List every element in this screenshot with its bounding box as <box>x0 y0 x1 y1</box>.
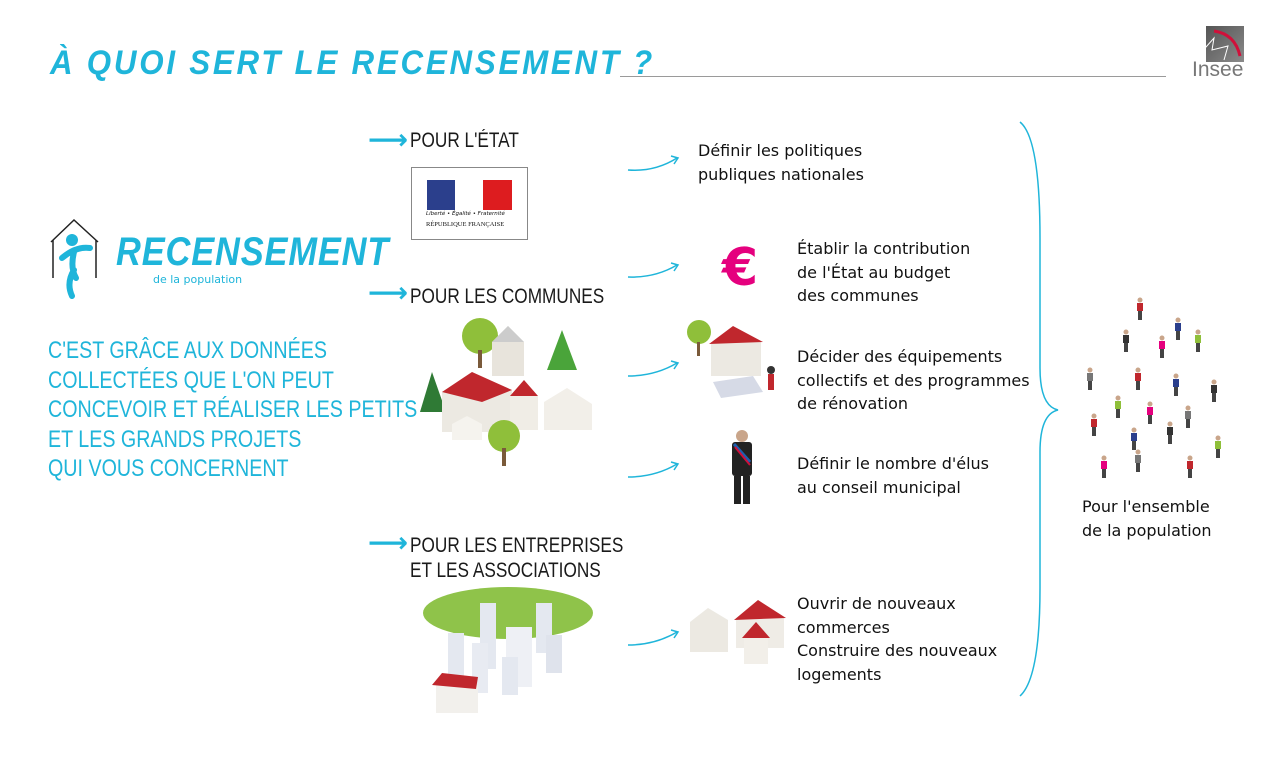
insee-logo: Insee <box>1190 26 1246 82</box>
person-figure <box>1131 427 1137 450</box>
logo-name: RÉPUBLIQUE FRANÇAISE <box>426 221 505 228</box>
insee-logo-mark <box>1197 29 1242 61</box>
person-figure <box>1115 395 1121 418</box>
person-figure <box>1173 373 1179 396</box>
brand-name: RECENSEMENT <box>116 230 390 274</box>
person-figure <box>1135 449 1141 472</box>
section-etat-label: POUR L'ÉTAT <box>410 129 519 152</box>
person-figure <box>1091 413 1097 436</box>
arrow-icon: ⟶ <box>368 276 409 309</box>
use-line: des communes <box>797 286 919 305</box>
intro-line: C'EST GRÂCE AUX DONNÉES <box>48 337 327 364</box>
use-line: publiques nationales <box>698 164 864 184</box>
use-line: de rénovation <box>797 394 909 413</box>
population-line: de la population <box>1082 520 1212 540</box>
section-entreprises-line: ET LES ASSOCIATIONS <box>410 559 601 582</box>
use-line: Établir la contribution <box>797 239 971 258</box>
houses-illustration <box>690 600 786 664</box>
person-figure <box>1159 335 1165 358</box>
use-item: Ouvrir de nouveaux commerces Construire … <box>797 592 997 686</box>
use-line: Construire des nouveaux <box>797 641 998 660</box>
use-line: de l'État au budget <box>797 262 951 282</box>
use-line: Décider des équipements <box>797 347 1003 366</box>
use-item: Décider des équipements collectifs et de… <box>797 345 1030 416</box>
insee-logo-text: Insee <box>1192 58 1244 81</box>
village-illustration <box>420 318 592 466</box>
public-building-illustration <box>687 320 775 398</box>
page-title: À QUOI SERT LE RECENSEMENT ? <box>50 44 656 82</box>
section-entreprises-line: POUR LES ENTREPRISES <box>410 534 624 557</box>
person-figure <box>1135 367 1141 390</box>
use-item: Établir la contribution de l'État au bud… <box>797 237 970 308</box>
recensement-logo: RECENSEMENT de la population <box>48 218 388 303</box>
logo-motto: Liberté • Égalité • Fraternité <box>426 211 505 217</box>
mayor-illustration <box>732 430 752 504</box>
population-line: Pour l'ensemble <box>1082 497 1210 516</box>
person-figure <box>1175 317 1181 340</box>
connector-arrows <box>627 155 680 646</box>
section-communes-label: POUR LES COMMUNES <box>410 285 605 308</box>
house-runner-icon <box>50 218 99 299</box>
person-figure <box>1211 379 1217 402</box>
arrow-icon: ⟶ <box>368 123 409 156</box>
use-line: logements <box>797 664 882 684</box>
use-item: Définir le nombre d'élus au conseil muni… <box>797 452 989 499</box>
person-figure <box>1185 405 1191 428</box>
intro-line: ET LES GRANDS PROJETS <box>48 425 302 453</box>
person-figure <box>1123 329 1129 352</box>
use-line: collectifs et des programmes <box>797 370 1030 390</box>
brace-icon <box>1019 121 1059 697</box>
use-line: au conseil municipal <box>797 477 961 497</box>
title-rule <box>620 76 1166 77</box>
intro-line: COLLECTÉES QUE L'ON PEUT <box>48 366 334 394</box>
population-label: Pour l'ensemble de la population <box>1082 495 1212 542</box>
person-figure <box>1137 297 1143 320</box>
use-line: commerces <box>797 617 890 637</box>
euro-icon: € <box>722 238 759 298</box>
use-item: Définir les politiques publiques nationa… <box>698 139 864 186</box>
use-line: Définir le nombre d'élus <box>797 454 990 473</box>
person-figure <box>1215 435 1221 458</box>
intro-line: CONCEVOIR ET RÉALISER LES PETITS <box>48 396 418 423</box>
intro-line: QUI VOUS CONCERNENT <box>48 455 289 482</box>
republique-francaise-logo: Liberté • Égalité • Fraternité RÉPUBLIQU… <box>411 167 528 240</box>
arrow-icon: ⟶ <box>368 526 409 559</box>
intro-text: C'EST GRÂCE AUX DONNÉES COLLECTÉES QUE L… <box>48 336 417 484</box>
brand-subtitle: de la population <box>153 273 243 286</box>
person-figure <box>1187 455 1193 478</box>
use-line: Ouvrir de nouveaux <box>797 594 956 613</box>
section-entreprises-label: POUR LES ENTREPRISES ET LES ASSOCIATIONS <box>410 533 623 583</box>
city-illustration <box>423 587 593 713</box>
person-figure <box>1195 329 1201 352</box>
person-figure <box>1167 421 1173 444</box>
person-figure <box>1101 455 1107 478</box>
use-line: Définir les politiques <box>698 141 863 160</box>
person-figure <box>1147 401 1153 424</box>
person-figure <box>1087 367 1093 390</box>
population-illustration <box>1087 297 1221 478</box>
